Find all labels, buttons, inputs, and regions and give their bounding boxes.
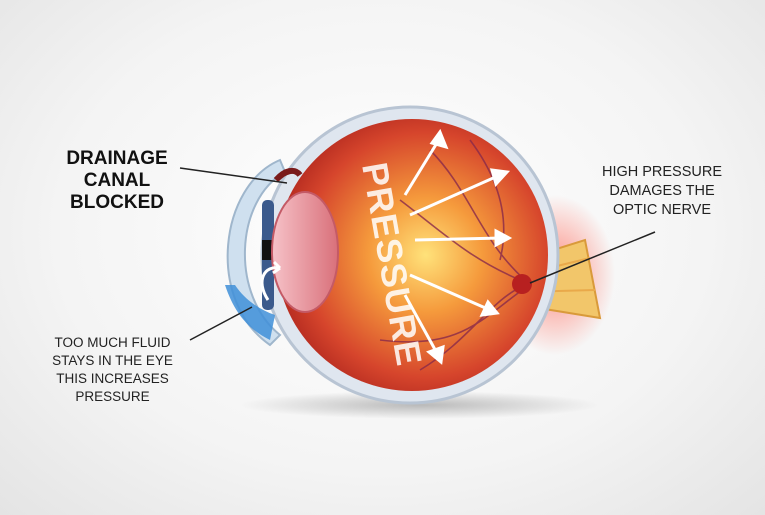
optic-disc xyxy=(512,274,532,294)
drainage-leader-line xyxy=(179,167,288,184)
eyeball-interior xyxy=(276,119,548,391)
blood-vessels xyxy=(379,139,526,371)
optic-nerve-label: HIGH PRESSURE DAMAGES THE OPTIC NERVE xyxy=(582,163,742,220)
label-line: DRAINAGE xyxy=(66,148,168,169)
pupil xyxy=(262,240,274,260)
label-line: TOO MUCH FLUID xyxy=(54,335,171,350)
lens xyxy=(271,191,339,313)
pressure-arrows xyxy=(403,128,513,365)
label-line: PRESSURE xyxy=(75,389,150,404)
fluid-area xyxy=(225,285,275,340)
label-line: CANAL xyxy=(83,170,151,191)
label-line: STAYS IN THE EYE xyxy=(52,353,173,368)
label-line: HIGH PRESSURE xyxy=(601,164,723,180)
fluid-label: TOO MUCH FLUID STAYS IN THE EYE THIS INC… xyxy=(30,334,195,406)
fluid-flow-arrow xyxy=(260,260,282,301)
label-line: BLOCKED xyxy=(70,192,164,213)
drainage-canal-label: DRAINAGE CANAL BLOCKED xyxy=(42,148,192,214)
label-line: OPTIC NERVE xyxy=(612,202,712,218)
label-line: THIS INCREASES xyxy=(56,371,169,386)
eye-shadow xyxy=(240,391,600,419)
drainage-canal xyxy=(273,167,303,183)
fluid-leader-line xyxy=(189,306,253,341)
nerve-leader-line xyxy=(529,231,656,284)
label-line: DAMAGES THE xyxy=(609,183,715,199)
